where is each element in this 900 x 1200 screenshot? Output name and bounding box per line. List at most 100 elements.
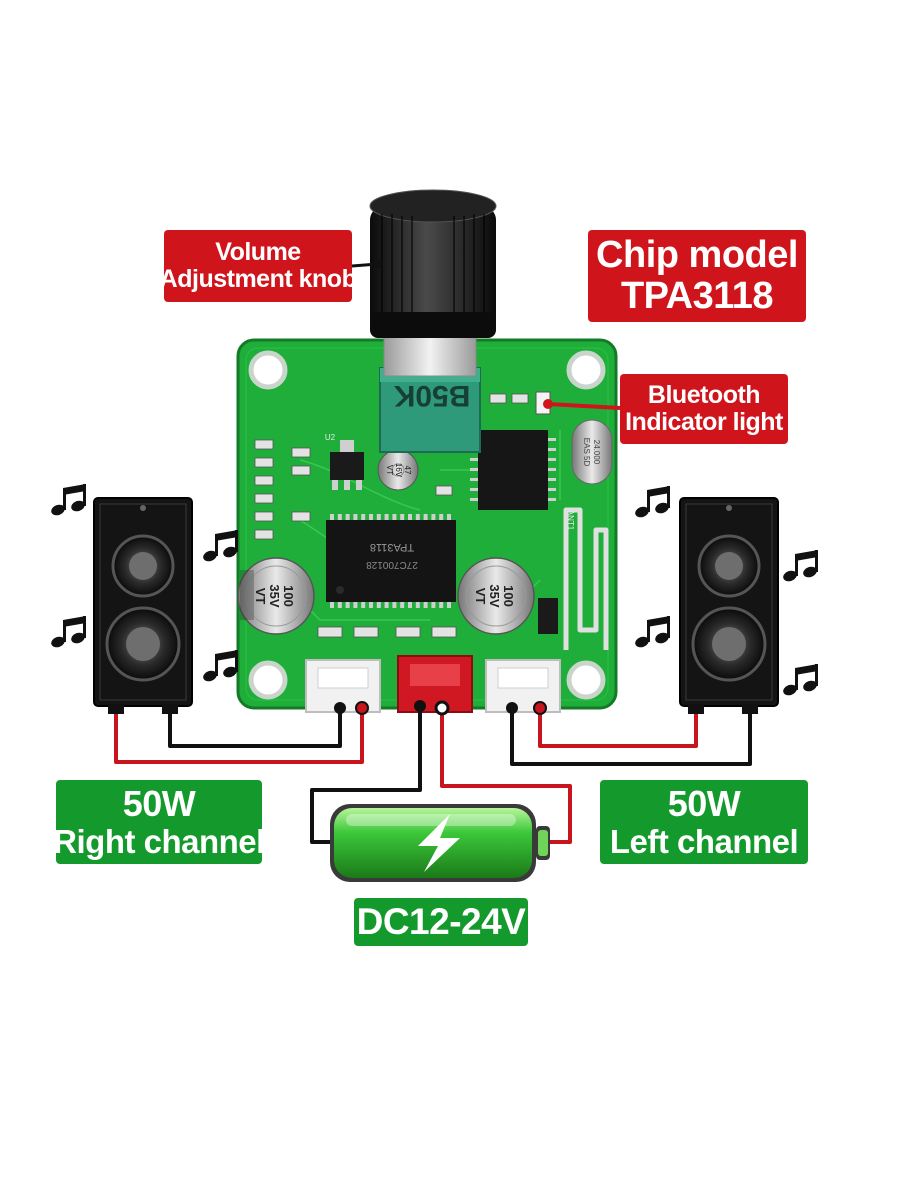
chip-pin (431, 514, 436, 520)
chip-pin (376, 514, 381, 520)
volume-knob-label-line1: Volume (215, 238, 301, 266)
capacitor-small-voltage: 16V (394, 463, 403, 478)
chip-pin (423, 514, 428, 520)
capacitor-small-marking: 47 16V VT (385, 463, 412, 478)
capacitor-left-voltage: 35V (267, 584, 282, 607)
chip-pin (369, 514, 373, 520)
wires (114, 706, 752, 844)
lightning-icon (418, 814, 460, 872)
capacitor-left (237, 557, 315, 635)
music-note-icon (203, 530, 238, 562)
chip-pin (415, 602, 420, 608)
chip-pin (361, 514, 366, 520)
chip-model-label-line1: Chip model (596, 233, 798, 276)
power-supply-voltage: DC12-24V (356, 901, 526, 943)
diode (538, 598, 558, 634)
speaker-icon (679, 497, 779, 714)
terminal-dots (334, 700, 547, 716)
chip-pin (400, 514, 405, 520)
capacitor-right-value: 100 (501, 585, 516, 607)
pcb-board (236, 338, 618, 713)
music-note-icon (783, 664, 818, 696)
chip-pin (392, 514, 397, 520)
capacitor-right-voltage: 35V (487, 584, 502, 607)
voltage-regulator (330, 440, 364, 490)
chip-pin (330, 514, 334, 520)
chip-pin (337, 514, 342, 520)
chip-pin (400, 602, 405, 608)
battery-icon (330, 804, 550, 882)
right-channel-label: 50W Right channel (53, 780, 265, 864)
capacitor-left-value: 100 (281, 585, 296, 607)
chip-pin (345, 602, 350, 608)
tpa3118-chip (326, 514, 456, 608)
chip-pin (369, 602, 373, 608)
music-note-icon (635, 616, 670, 648)
potentiometer-marking: B50K (393, 379, 470, 412)
potentiometer (379, 367, 481, 453)
left-channel-red-wire (538, 710, 698, 748)
capacitor-left-series: VT (253, 588, 268, 605)
mounting-holes (248, 350, 606, 700)
right-channel-red-wire (114, 710, 364, 764)
power-black-wire (310, 706, 422, 844)
chip-pin (439, 514, 444, 520)
bluetooth-light-label-line1: Bluetooth (647, 381, 761, 409)
crystal-oscillator (571, 419, 613, 485)
chip-pin (330, 602, 334, 608)
chip-pin (361, 602, 366, 608)
right-channel-black-wire (168, 710, 342, 748)
smd-components (254, 393, 529, 638)
music-note-icon (51, 484, 86, 516)
power-red-wire (440, 710, 572, 844)
capacitor-right (457, 557, 535, 635)
chip-pin (392, 602, 397, 608)
chip-pin (376, 602, 381, 608)
right-channel-power: 50W (122, 782, 196, 824)
speaker-icon (93, 497, 193, 714)
chip-pin (439, 602, 444, 608)
capacitor-left-marking: 100 35V VT (253, 584, 296, 607)
left-channel-label: 50W Left channel (600, 780, 808, 864)
chip-pin (345, 514, 350, 520)
chip-pin (447, 602, 451, 608)
chip-pin (384, 514, 389, 520)
power-terminal (397, 655, 473, 713)
music-note-icon (203, 650, 238, 682)
left-channel-power: 50W (667, 782, 741, 824)
pcb-antenna (563, 507, 609, 650)
chip-pin (447, 514, 451, 520)
chip-pin (408, 514, 412, 520)
capacitor-small-value: 47 (403, 466, 412, 475)
left-channel-name: Left channel (609, 822, 799, 860)
crystal-code: EAS 5D (582, 438, 591, 467)
capacitor-right-series: VT (473, 588, 488, 605)
regulator-marking: U2 (325, 433, 336, 442)
left-channel-black-wire (510, 710, 752, 766)
chip-pin (353, 602, 358, 608)
music-notes (51, 484, 818, 696)
chip-pin (353, 514, 358, 520)
chip-code-marking: 27C700128 (366, 559, 418, 570)
music-note-icon (51, 616, 86, 648)
crystal-marking: 24.000 EAS 5D (582, 438, 601, 467)
volume-knob (369, 189, 497, 377)
volume-knob-label: Volume Adjustment knob (160, 230, 357, 302)
chip-pin (415, 514, 420, 520)
chip-pin (408, 602, 412, 608)
chip-pin (337, 602, 342, 608)
power-supply-label: DC12-24V (354, 898, 528, 946)
chip-pin (431, 602, 436, 608)
capacitor-small-series: VT (385, 465, 394, 475)
chip-model-label: Chip model TPA3118 (588, 230, 806, 322)
music-note-icon (783, 550, 818, 582)
left-speaker-terminal (485, 659, 561, 713)
chip-model-label-line2: TPA3118 (620, 275, 774, 317)
bluetooth-chip (470, 430, 556, 510)
right-channel-name: Right channel (53, 822, 265, 860)
chip-pin (423, 602, 428, 608)
music-note-icon (635, 486, 670, 518)
capacitor-right-marking: 100 35V VT (473, 584, 516, 607)
